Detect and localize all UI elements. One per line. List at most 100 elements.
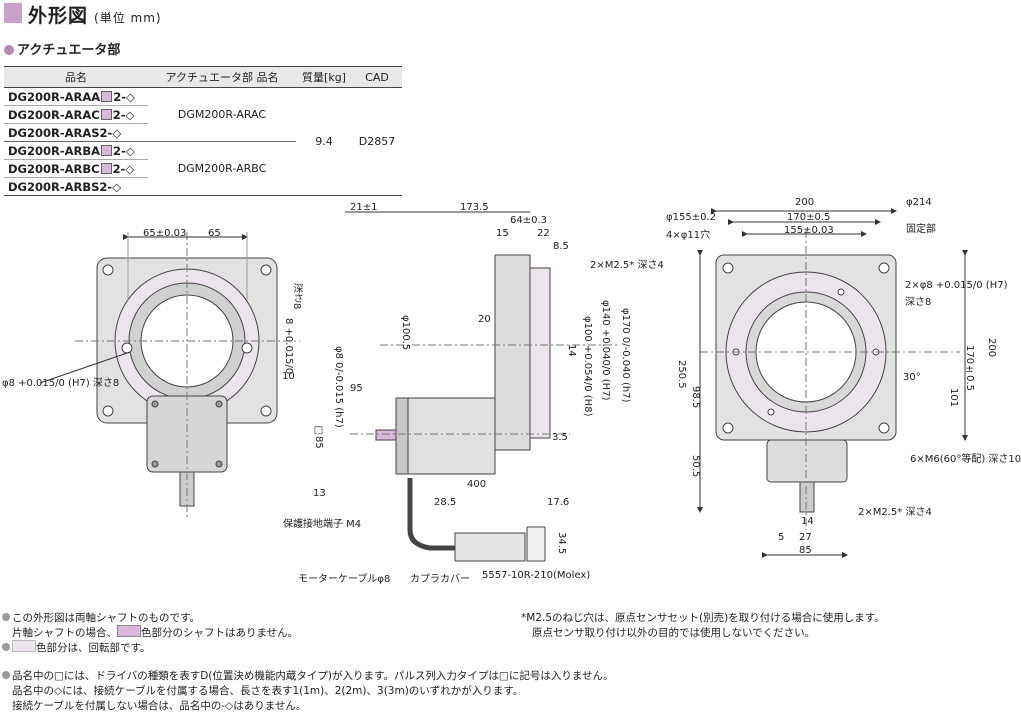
- dim-11: 4×φ11穴: [666, 230, 711, 241]
- note-4: *M2.5のねじ穴は、原点センサセット(別売)を取り付ける場合に使用します。: [521, 612, 885, 624]
- dim-95: 95: [350, 383, 363, 394]
- label-ground: 保護接地端子 M4: [283, 519, 362, 530]
- dim-sq85: □85: [313, 425, 324, 449]
- dim-back-14: 14: [801, 516, 814, 527]
- dim-22: 22: [537, 228, 550, 239]
- side-view: [345, 211, 620, 562]
- bullet-icon: [2, 613, 10, 621]
- col-header: CAD: [352, 66, 402, 88]
- label-cable: モーターケーブルφ8: [298, 574, 391, 585]
- dim-100-5: φ100.5: [400, 315, 411, 351]
- bullet-icon: [2, 643, 10, 651]
- dim-200: 200: [795, 197, 815, 208]
- dim-100-h8: φ100 +0.054/0 (H8): [582, 316, 593, 417]
- dim-13: 13: [313, 488, 326, 499]
- note-7: 品名中の◇には、接続ケーブルを付属する場合、長さを表す1(1m)、2(2m)、3…: [12, 685, 524, 697]
- mass-value: 9.4: [296, 87, 352, 196]
- dim-m6: 6×M6(60°等配) 深さ10: [910, 454, 1021, 465]
- driver-code-box: [100, 162, 112, 174]
- dim-400: 400: [467, 479, 487, 490]
- dim-front-hole: φ8 +0.015/0 (H7) 深さ8: [2, 378, 120, 389]
- shaft-color-swatch: [117, 625, 141, 637]
- page-title: 外形図(単位 mm): [28, 5, 162, 27]
- dim-155b: 155±0.03: [784, 225, 834, 236]
- side-housing: [494, 254, 531, 451]
- label-connector: 5557-10R-210(Molex): [482, 570, 591, 581]
- dim-250-5: 250.5: [676, 360, 687, 389]
- cad-value: D2857: [352, 87, 402, 196]
- dim-back-m2-5: 2×M2.5* 深さ4: [858, 507, 932, 518]
- side-motor: [407, 397, 496, 475]
- note-2: 片軸シャフトの場合、色部分のシャフトはありません。: [12, 625, 299, 639]
- dim-front-65b: 65: [208, 228, 221, 239]
- dim-200v: 200: [986, 338, 997, 358]
- dim-front-10: 10: [282, 371, 295, 382]
- bullet-icon: [4, 45, 14, 55]
- dim-20: 20: [478, 314, 491, 325]
- dim-back-85: 85: [799, 545, 812, 556]
- dim-170v: 170±0.5: [964, 345, 975, 391]
- dim-15: 15: [496, 228, 509, 239]
- table-row: DG200R-ARAS2-◇: [4, 123, 402, 142]
- label-fixed: 固定部: [906, 224, 936, 235]
- note-3: 色部分は、回転部です。: [2, 640, 150, 655]
- dim-30deg: 30°: [903, 372, 921, 383]
- dim-front-8: 8 +0.015/0: [283, 318, 294, 375]
- col-header: 質量[kg]: [296, 66, 352, 88]
- dim-101: 101: [948, 388, 959, 408]
- note-5: 原点センサ取り付け以外の目的では使用しないでください。: [532, 627, 816, 639]
- dim-front-depth: 深さ8: [291, 283, 302, 310]
- col-header: 品名: [4, 66, 148, 88]
- dim-170-h7: φ170 0/-0.040 (h7): [620, 308, 631, 403]
- dim-back-5: 5: [778, 532, 785, 543]
- dim-173-5: 173.5: [460, 202, 489, 213]
- dim-98-5: 98.5: [690, 386, 701, 409]
- dim-17-6: 17.6: [547, 497, 570, 508]
- dim-back-depth: 深さ8: [905, 297, 932, 308]
- table-row: DG200R-ARBS2-◇: [4, 177, 402, 196]
- dim-214: φ214: [906, 197, 932, 208]
- dim-8-5: 8.5: [553, 241, 569, 252]
- note-8: 接続ケーブルを付属しない場合は、品名中の-◇はありません。: [12, 700, 307, 712]
- table-header-row: 品名 アクチュエータ部 品名 質量[kg] CAD: [4, 66, 402, 88]
- side-rotor: [529, 267, 551, 439]
- dim-3-5: 3.5: [552, 432, 568, 443]
- note-1: この外形図は両軸シャフトのものです。: [2, 610, 200, 625]
- dim-64: 64±0.3: [510, 215, 548, 226]
- dim-34-5: 34.5: [556, 532, 567, 555]
- dim-170: 170±0.5: [787, 212, 831, 223]
- actuator-name: DGM200R-ARBC: [148, 141, 296, 196]
- actuator-name: DGM200R-ARAC: [148, 87, 296, 142]
- dim-21: 21±1: [350, 202, 378, 213]
- col-header: アクチュエータ部 品名: [148, 66, 296, 88]
- note-6: 品名中の□には、ドライバの種類を表すD(位置決め機能内蔵タイプ)が入ります。パル…: [2, 668, 614, 683]
- rear-shaft: [375, 429, 397, 441]
- driver-code-box: [100, 108, 112, 120]
- driver-code-box: [101, 90, 113, 102]
- rotor-color-swatch: [12, 640, 36, 652]
- back-view: [697, 208, 968, 558]
- dim-50-5: 50.5: [690, 455, 701, 478]
- driver-code-box: [101, 144, 113, 156]
- dim-155a: φ155±0.2: [666, 212, 716, 223]
- dim-140-h7: φ140 +0.040/0 (H7): [600, 300, 611, 401]
- dim-back-27: 27: [799, 532, 812, 543]
- unit-label: (単位 mm): [94, 11, 162, 25]
- dim-28-5: 28.5: [434, 497, 457, 508]
- dim-14: 14: [566, 344, 577, 357]
- section-heading: アクチュエータ部: [4, 39, 120, 58]
- dim-front-65a: 65±0.03: [143, 228, 187, 239]
- dim-m2-5: 2×M2.5* 深さ4: [590, 260, 664, 271]
- dim-shaft: φ8 0/-0.015 (h7): [333, 346, 344, 428]
- front-view: [39, 232, 300, 520]
- drawing-canvas: [39, 208, 968, 562]
- dim-back-hole: 2×φ8 +0.015/0 (H7): [905, 280, 1008, 291]
- bullet-icon: [2, 671, 10, 679]
- title-accent: [4, 3, 22, 23]
- label-cover: カプラカバー: [410, 574, 470, 585]
